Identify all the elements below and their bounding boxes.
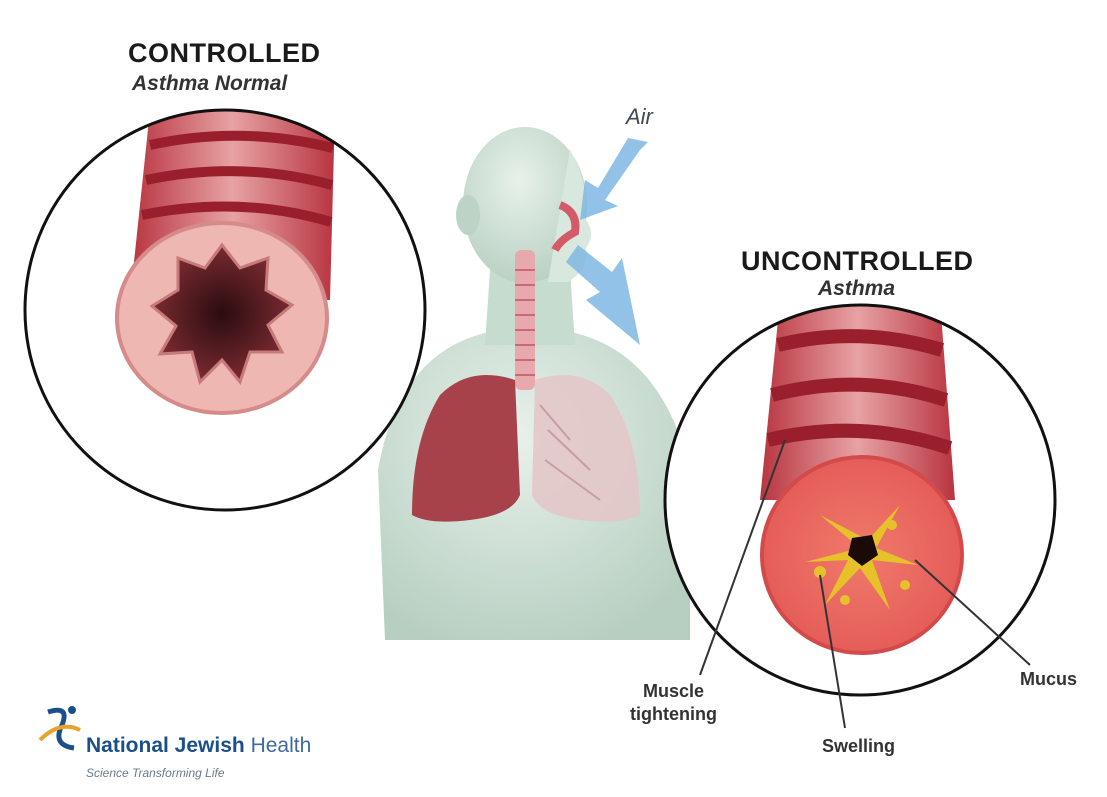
controlled-airway-circle: [25, 110, 425, 510]
brand-name-primary: National Jewish: [86, 734, 245, 757]
mucus-label: Mucus: [1020, 668, 1077, 691]
air-out-arrow: [566, 245, 640, 345]
uncontrolled-title: UNCONTROLLED: [741, 246, 973, 277]
muscle-label-line1: Muscle: [630, 680, 717, 703]
swelling-label: Swelling: [822, 735, 895, 758]
air-label: Air: [626, 104, 653, 130]
brand-tagline: Science Transforming Life: [86, 766, 225, 780]
muscle-tightening-label: Muscle tightening: [630, 680, 717, 725]
controlled-title: CONTROLLED: [128, 38, 320, 69]
brand-name-suffix: Health: [251, 734, 312, 757]
muscle-label-line2: tightening: [630, 703, 717, 726]
human-figure: [378, 127, 690, 640]
brand-name: National Jewish Health: [86, 734, 311, 758]
air-in-arrow: [580, 138, 648, 220]
uncontrolled-subtitle: Asthma: [818, 277, 895, 301]
ear: [456, 195, 480, 235]
controlled-subtitle: Asthma Normal: [132, 72, 287, 96]
brand-logo-icon: [40, 706, 80, 748]
